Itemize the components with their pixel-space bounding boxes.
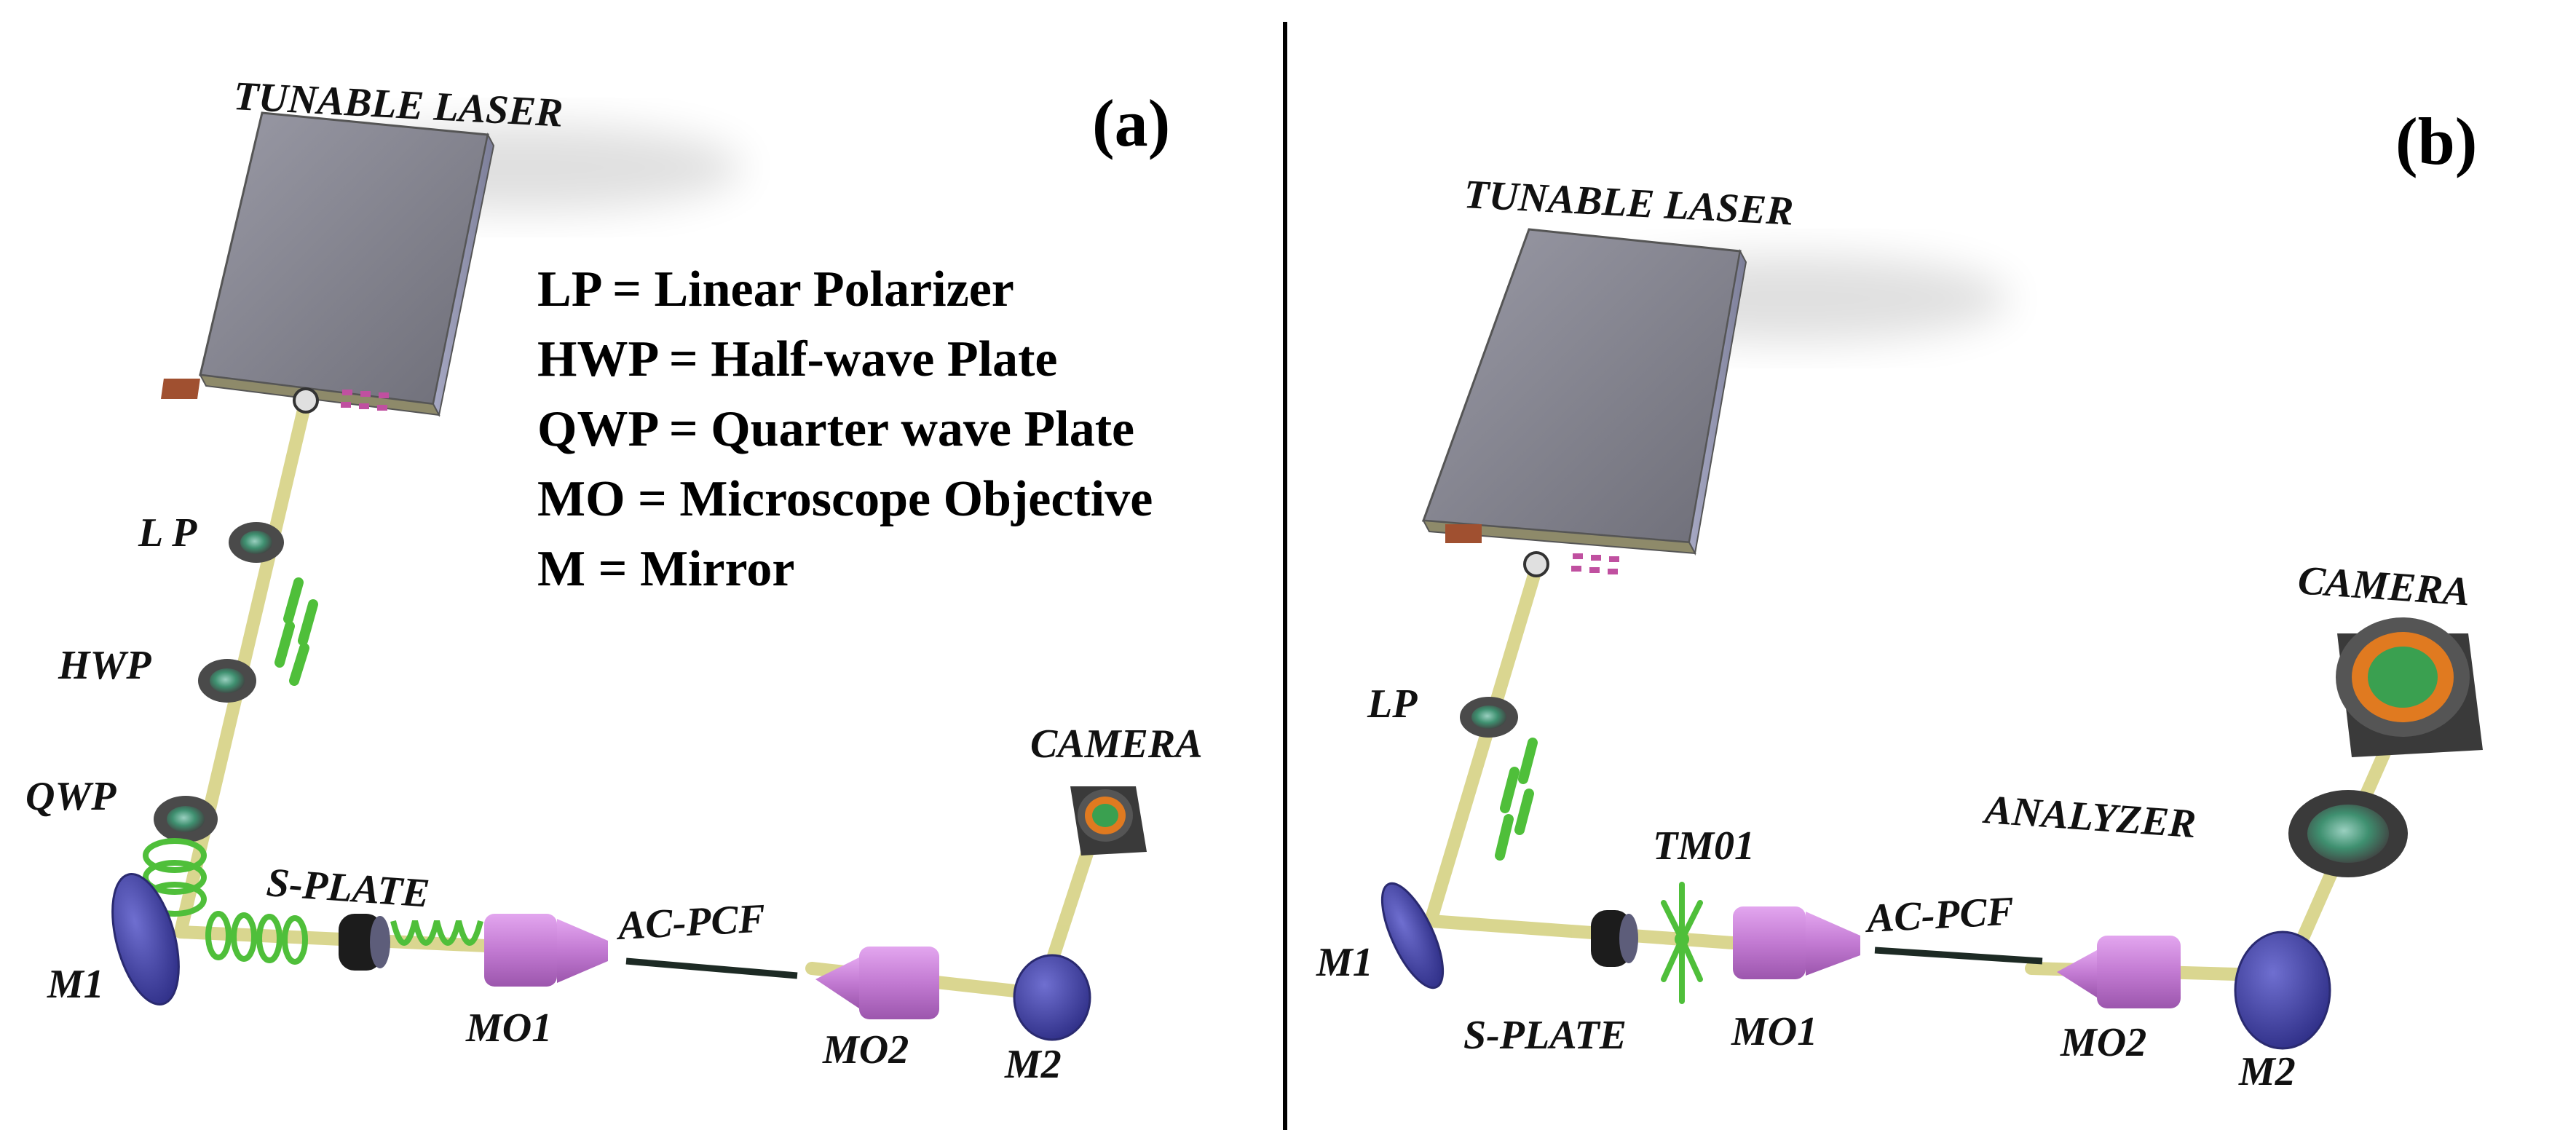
laser-aperture-b (1523, 551, 1549, 577)
mirror-m1-b (1380, 882, 1445, 989)
camera-a (1070, 786, 1147, 856)
panel-tag-b: (b) (2395, 104, 2477, 178)
label-tunable-laser-b: TUNABLE LASER (1463, 172, 1794, 234)
laser-buttons (341, 390, 389, 411)
qwp-element-a (154, 796, 218, 842)
legend-a: LP = Linear Polarizer HWP = Half-wave Pl… (537, 261, 1153, 597)
label-hwp-a: HWP (58, 643, 151, 688)
label-mo1-b: MO1 (1731, 1009, 1817, 1054)
label-lp-a: L P (138, 510, 197, 556)
laser-display-b (1445, 524, 1482, 543)
label-qwp-a: QWP (25, 774, 116, 819)
linear-polarization-arrows-b (1495, 738, 1538, 861)
laser-buttons-b (1571, 553, 1619, 574)
label-camera-a: CAMERA (1030, 722, 1203, 767)
label-m2-a: M2 (1004, 1042, 1062, 1087)
label-m2-b: M2 (2238, 1049, 2296, 1094)
legend-item-mo: MO = Microscope Objective (537, 471, 1153, 527)
circular-polarization-a (143, 838, 483, 965)
label-mo1-a: MO1 (465, 1005, 552, 1051)
tunable-laser-a (160, 111, 495, 417)
laser-display (160, 379, 200, 399)
panel-a: TUNABLE LASER (a) L P HWP QWP M1 S-PLATE… (25, 74, 1203, 1087)
mo2-a (815, 947, 939, 1019)
label-s-plate-b: S-PLATE (1463, 1013, 1627, 1058)
mo2-b (2057, 936, 2181, 1008)
label-m1-a: M1 (47, 962, 104, 1007)
legend-item-hwp: HWP = Half-wave Plate (537, 331, 1057, 387)
camera-b (2336, 617, 2483, 757)
hwp-element-a (198, 659, 256, 703)
mirror-m1-a (111, 873, 180, 1005)
ac-pcf-fiber-a (625, 957, 798, 979)
label-ac-pcf-a: AC-PCF (615, 896, 766, 949)
tm01-radial-polarization (1661, 882, 1703, 1004)
lp-element-b (1460, 697, 1518, 738)
analyzer-element-b (2288, 790, 2408, 877)
s-plate-b (1591, 910, 1638, 967)
legend-item-qwp: QWP = Quarter wave Plate (537, 401, 1134, 457)
laser-aperture (293, 387, 319, 414)
legend-item-m: M = Mirror (537, 541, 794, 597)
mirror-m2-a (1013, 954, 1091, 1041)
panel-b: TUNABLE LASER (b) LP M1 S-PLATE TM01 MO1… (1316, 104, 2483, 1094)
label-lp-b: LP (1367, 681, 1418, 727)
label-tm01: TM01 (1653, 823, 1755, 869)
label-ac-pcf-b: AC-PCF (1863, 888, 2015, 941)
panel-tag-a: (a) (1092, 86, 1170, 160)
label-m1-b: M1 (1316, 940, 1373, 985)
lp-element-a (229, 522, 284, 563)
label-mo2-a: MO2 (822, 1027, 909, 1072)
linear-polarization-arrows-a (274, 577, 318, 686)
mo1-b (1733, 906, 1860, 979)
mirror-m2-b (2234, 931, 2331, 1050)
label-analyzer-b: ANALYZER (1981, 787, 2197, 847)
tunable-laser-b (1421, 228, 1747, 577)
ac-pcf-fiber-b (1874, 947, 2043, 965)
mo1-a (484, 914, 608, 987)
label-camera-b: CAMERA (2296, 558, 2471, 615)
label-s-plate-a: S-PLATE (265, 860, 431, 916)
s-plate-a (339, 914, 390, 971)
label-mo2-b: MO2 (2060, 1020, 2146, 1065)
legend-item-lp: LP = Linear Polarizer (537, 261, 1014, 317)
